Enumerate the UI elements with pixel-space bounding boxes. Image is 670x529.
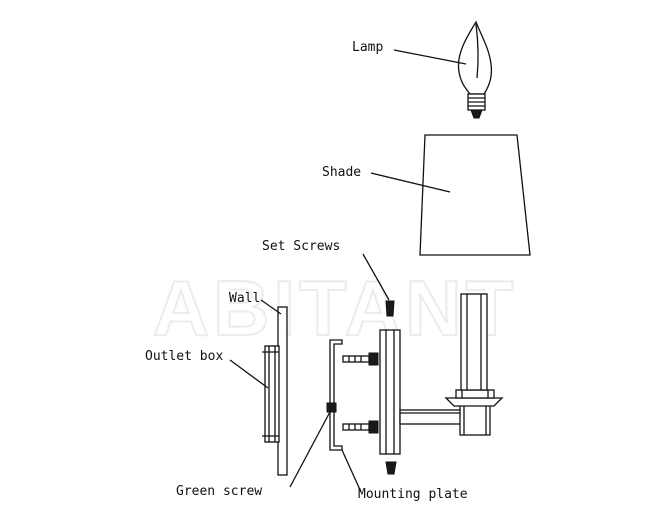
set-screw-bottom xyxy=(385,461,397,475)
lamp-leader-line xyxy=(393,49,467,65)
outlet-box-leader-line xyxy=(229,359,269,389)
set-screw-top xyxy=(385,300,395,317)
set-screws-label: Set Screws xyxy=(262,239,340,254)
mounting-screw-lower xyxy=(342,420,379,434)
mounting-plate-leader-line xyxy=(341,449,362,493)
shade-leader-line xyxy=(370,172,451,193)
lamp-label: Lamp xyxy=(352,40,383,55)
mounting-screw-upper xyxy=(342,352,379,366)
fixture-backplate xyxy=(379,329,401,455)
mounting-plate xyxy=(329,339,343,451)
green-screw-leader-line xyxy=(289,409,332,488)
fixture-arm xyxy=(399,404,491,436)
set-screws-leader-line xyxy=(362,253,390,301)
watermark-text: ABITANT xyxy=(153,264,518,352)
wall-label: Wall xyxy=(229,291,260,306)
outlet-box xyxy=(262,345,280,443)
candle-column xyxy=(444,293,504,407)
green-screw xyxy=(326,402,337,413)
mounting-plate-label: Mounting plate xyxy=(358,487,468,502)
green-screw-label: Green screw xyxy=(176,484,262,499)
outlet-box-label: Outlet box xyxy=(145,349,223,364)
shade-label: Shade xyxy=(322,165,361,180)
lamp-bulb xyxy=(457,20,493,119)
lamp-shade xyxy=(419,134,531,256)
wall-leader-line xyxy=(260,299,282,315)
